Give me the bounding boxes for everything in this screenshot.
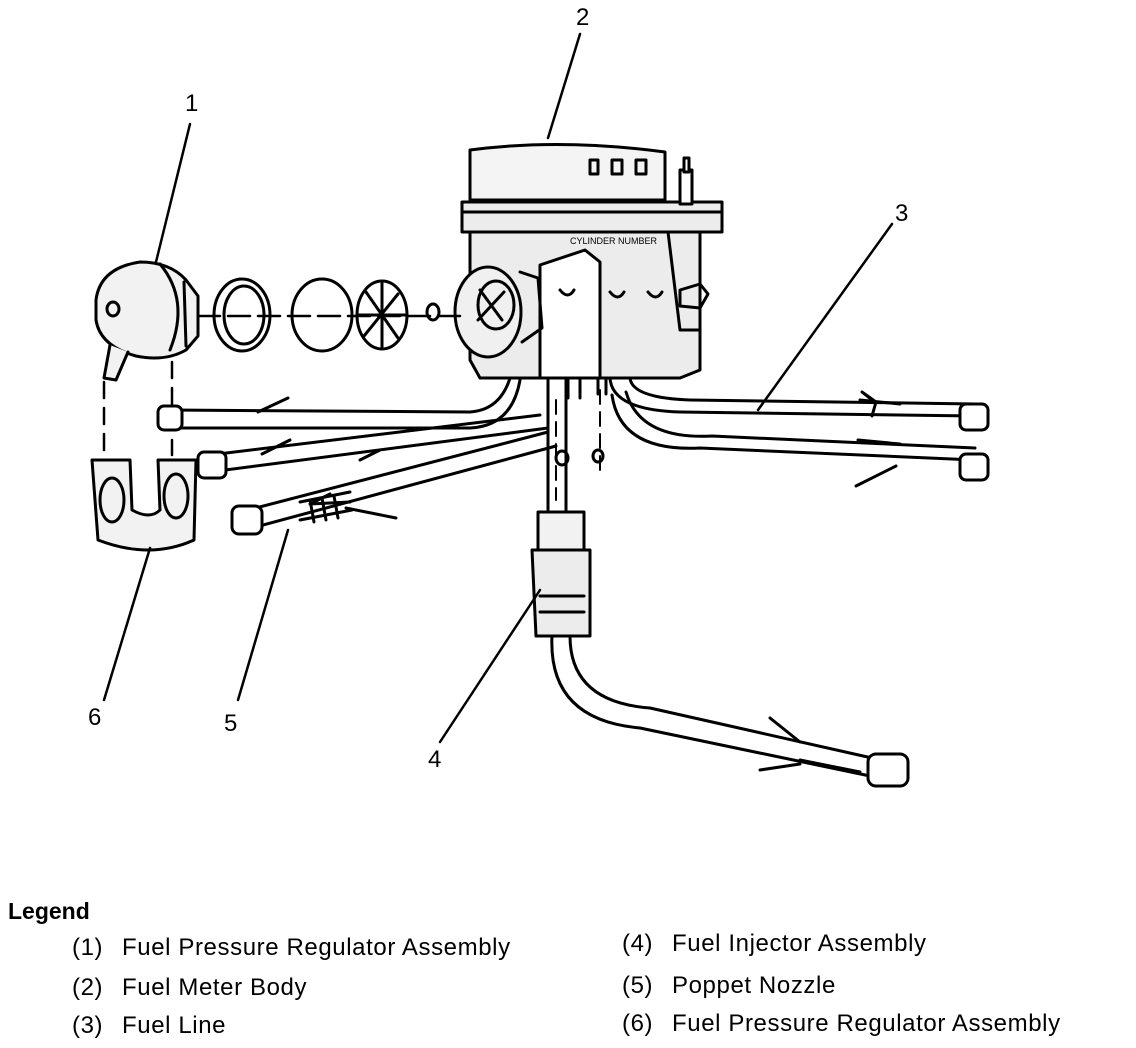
regulator-bracket-part	[90, 360, 198, 552]
legend-item-text: Fuel Pressure Regulator Assembly	[672, 1010, 1061, 1037]
legend-item-number: (6)	[622, 1010, 654, 1037]
legend-item: (3) Fuel Line	[72, 1012, 226, 1040]
legend-item-number: (4)	[622, 930, 654, 957]
callout-5: 5	[224, 710, 238, 737]
legend-item: (4) Fuel Injector Assembly	[622, 930, 927, 958]
legend-item-number: (1)	[72, 934, 104, 961]
legend-item-number: (5)	[622, 972, 654, 999]
legend-title: Legend	[8, 898, 90, 924]
callout-2: 2	[576, 4, 590, 31]
legend: Legend (1) Fuel Pressure Regulator Assemb…	[0, 890, 1136, 1048]
legend-item-text: Fuel Injector Assembly	[672, 930, 927, 957]
fuel-injector-part	[530, 378, 910, 788]
poppet-nozzle-part	[298, 490, 354, 524]
legend-item: (6) Fuel Pressure Regulator Assembly	[622, 1010, 1061, 1038]
legend-item-number: (2)	[72, 974, 104, 1001]
legend-item-text: Fuel Meter Body	[122, 974, 308, 1001]
fuel-meter-body-part	[460, 142, 724, 400]
legend-item: (5) Poppet Nozzle	[622, 972, 836, 1000]
legend-item-text: Fuel Pressure Regulator Assembly	[122, 934, 511, 961]
callout-1: 1	[185, 90, 199, 117]
callout-leaders	[102, 32, 894, 744]
regulator-housing-face	[453, 265, 544, 359]
exploded-diagram: 1 2 3 4 5 6 CYLINDER NUMBER	[88, 4, 990, 788]
legend-item: (1) Fuel Pressure Regulator Assembly	[72, 934, 511, 962]
fuel-line-right	[608, 376, 990, 488]
callout-4: 4	[428, 746, 442, 773]
diagram-drawing	[90, 32, 990, 788]
fuel-line-left	[156, 376, 558, 536]
legend-item-number: (3)	[72, 1012, 104, 1039]
legend-item-text: Fuel Line	[122, 1012, 227, 1039]
callout-3: 3	[895, 200, 909, 227]
legend-item-text: Poppet Nozzle	[672, 972, 836, 999]
callout-6: 6	[88, 704, 102, 731]
legend-item: (2) Fuel Meter Body	[72, 974, 307, 1002]
housing-marking-text: CYLINDER NUMBER	[570, 236, 658, 246]
fuel-pressure-regulator-part	[94, 260, 200, 382]
